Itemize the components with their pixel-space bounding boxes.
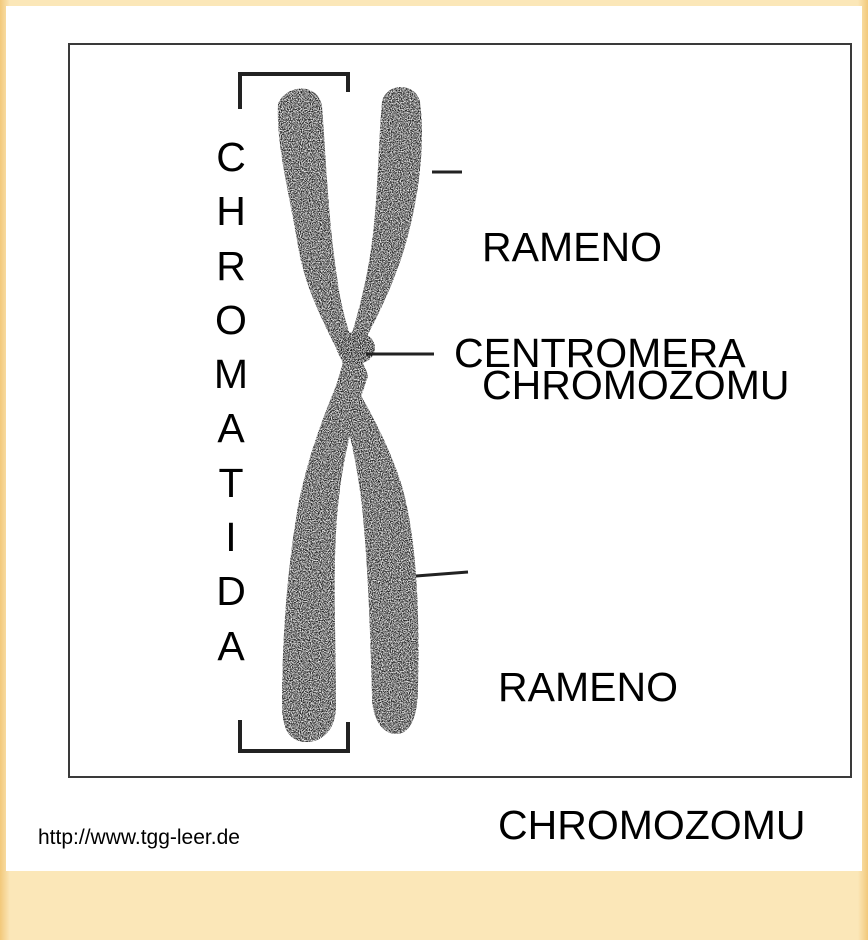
arm-top-label: RAMENO CHROMOZOMU <box>482 132 789 500</box>
chromatid-letter: H <box>210 184 252 238</box>
source-url: http://www.tgg-leer.de <box>38 826 240 850</box>
right-chromatid <box>336 87 422 734</box>
chromatid-label: C H R O M A T I D A <box>210 130 252 673</box>
chromatid-letter: I <box>210 510 252 564</box>
arm-bottom-label: RAMENO CHROMOZOMU <box>498 572 805 940</box>
chromatid-letter: A <box>210 619 252 673</box>
centromere-label: CENTROMERA <box>454 330 746 376</box>
page: C H R O M A T I D A RAMENO CHROMOZOMU CE… <box>6 6 862 871</box>
arm-top-line-1: RAMENO <box>482 224 789 270</box>
arm-bottom-line-1: RAMENO <box>498 664 805 710</box>
chromatid-letter: A <box>210 401 252 455</box>
chromatid-letter: C <box>210 130 252 184</box>
centromere-dot <box>337 332 375 364</box>
chromatid-letter: O <box>210 293 252 347</box>
chromatid-letter: D <box>210 564 252 618</box>
pointer-arm-bottom <box>416 572 468 576</box>
chromatid-letter: M <box>210 347 252 401</box>
chromatid-letter: T <box>210 456 252 510</box>
chromatid-letter: R <box>210 239 252 293</box>
arm-bottom-line-2: CHROMOZOMU <box>498 802 805 848</box>
